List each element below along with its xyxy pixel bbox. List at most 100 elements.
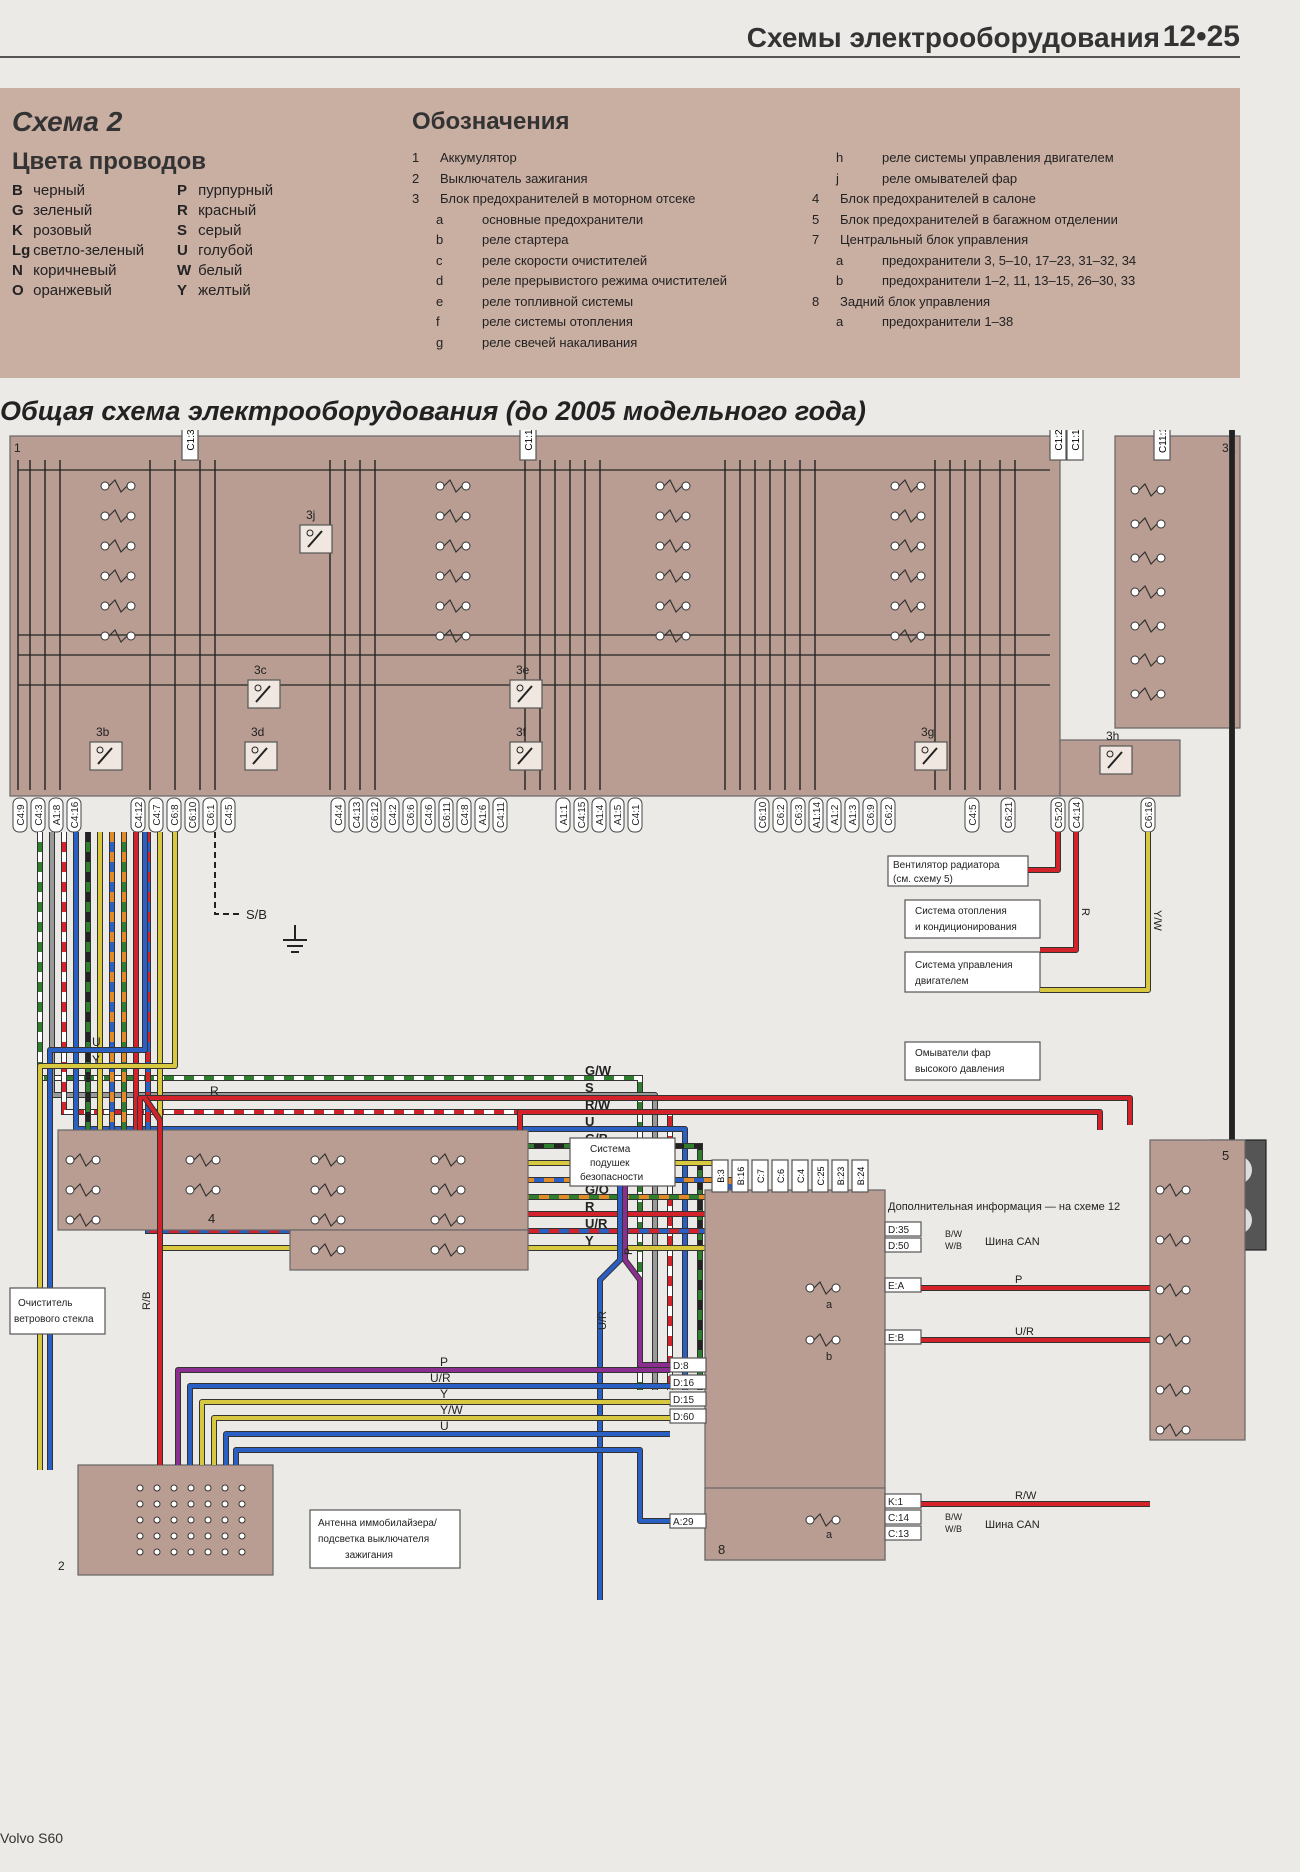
fuse-3-terminal <box>100 631 110 641</box>
fuse-4-terminal <box>185 1155 195 1165</box>
airbag-p-wire <box>623 1186 670 1367</box>
footer-text: Volvo S60 <box>0 1830 64 1846</box>
colors-title: Цвета проводов <box>12 148 207 175</box>
color-name: желтый <box>198 282 251 299</box>
switch-contact <box>187 1484 195 1492</box>
designation-key: 2 <box>412 170 420 186</box>
fuse-4-terminal <box>430 1155 440 1165</box>
designations-title: Обозначения <box>412 108 570 135</box>
designation-text: основные предохранители <box>482 211 644 227</box>
schema-title: Схема 2 <box>12 106 123 137</box>
designation-key: a <box>836 314 844 329</box>
top-connector <box>519 430 537 461</box>
connector-label: A1:8 <box>52 804 63 825</box>
can-bus-label: Шина CAN <box>985 1519 1040 1531</box>
connector-pin <box>384 797 400 833</box>
switch-contact <box>170 1532 178 1540</box>
relay-label: 3h <box>1106 729 1119 743</box>
relay-coil-icon <box>516 684 524 692</box>
fuse-icon <box>1163 1382 1183 1398</box>
fan-wire-outline <box>1028 832 1061 873</box>
label-a: a <box>826 1299 833 1311</box>
ecu8-pin-label: K:1 <box>888 1497 903 1508</box>
color-code: Y <box>177 282 188 299</box>
designation-text: Центральный блок управления <box>840 232 1029 247</box>
top-connector-label: C11:1 <box>1158 430 1169 453</box>
fuse-3-terminal <box>681 481 691 491</box>
ecu7-top-label: C:4 <box>796 1169 806 1183</box>
fuse-icon <box>813 1512 833 1528</box>
connector-pin <box>402 797 418 833</box>
fuse-icon <box>438 1182 458 1198</box>
relay-box <box>509 741 543 771</box>
relay-switch-icon <box>97 747 113 765</box>
fuse-4-terminal <box>336 1245 346 1255</box>
wire-label-r: R <box>1079 908 1091 916</box>
fuse-icon <box>443 508 463 524</box>
switch-contact <box>221 1532 229 1540</box>
immo-box <box>309 1509 461 1569</box>
color-name: коричневый <box>33 262 117 279</box>
connector-label: A1:4 <box>595 804 606 825</box>
wire-label-rw: R/W <box>1015 1490 1037 1502</box>
switch-contact <box>136 1484 144 1492</box>
fuse-3a-terminal <box>1130 485 1140 495</box>
relay-coil-icon <box>251 746 259 754</box>
fuse-3a-terminal <box>1130 587 1140 597</box>
engine-wire-yw <box>1040 832 1150 992</box>
fuse-4-terminal <box>310 1155 320 1165</box>
ecu7-top-label: B:3 <box>716 1169 726 1183</box>
can-wire-label: W/B <box>945 1241 962 1251</box>
ground-wire <box>214 832 240 915</box>
fuse-icon <box>318 1242 338 1258</box>
rearwiper-box <box>9 1287 106 1335</box>
fuse-icon <box>813 1280 833 1296</box>
engine-line1: Система управления <box>915 960 1013 971</box>
switch-contact <box>153 1532 161 1540</box>
fuse-3a-terminal <box>1130 655 1140 665</box>
fuse-icon <box>663 568 683 584</box>
fuse-3-terminal <box>916 481 926 491</box>
relay-switch-icon <box>517 685 533 703</box>
fuse-icon <box>1138 652 1158 668</box>
relay-switch-icon <box>307 530 323 548</box>
connector-label: C6:8 <box>170 804 181 826</box>
color-code: W <box>177 262 192 279</box>
fuse-3-terminal <box>655 541 665 551</box>
fuse-3-terminal <box>100 571 110 581</box>
ign-wire <box>176 1368 670 1465</box>
ecu8-fuse <box>831 1515 841 1525</box>
block-label-4: 4 <box>208 1211 215 1226</box>
connector-label: C4:1 <box>631 804 642 826</box>
connector-label: C6:1 <box>206 804 217 826</box>
fuse-icon <box>1138 584 1158 600</box>
fuse-icon <box>438 1152 458 1168</box>
switch-contact <box>153 1548 161 1556</box>
color-code: O <box>12 282 24 299</box>
fuse-4-terminal <box>336 1215 346 1225</box>
fuse-icon <box>898 598 918 614</box>
fuse-3-terminal <box>916 541 926 551</box>
diagram-title: Общая схема электрооборудования (до 2005… <box>0 396 866 426</box>
fuse-5-terminal <box>1181 1185 1191 1195</box>
designation-text: Блок предохранителей в салоне <box>840 191 1036 206</box>
ecu7-fuse <box>831 1283 841 1293</box>
fuse-4-terminal <box>456 1245 466 1255</box>
designation-key: a <box>436 211 444 227</box>
fuse-icon <box>438 1242 458 1258</box>
connector-pin <box>220 797 236 833</box>
connector-pin <box>366 797 382 833</box>
relay-label: 3d <box>251 725 264 739</box>
engine-box <box>904 951 1041 993</box>
bus-wire-label: Y <box>585 1233 594 1248</box>
fuse-3-terminal <box>916 571 926 581</box>
immo-line2: подсветка выключателя <box>318 1534 429 1545</box>
fuse-3-terminal <box>655 511 665 521</box>
connector-label: C4:8 <box>460 804 471 826</box>
fuse-3-terminal <box>461 481 471 491</box>
